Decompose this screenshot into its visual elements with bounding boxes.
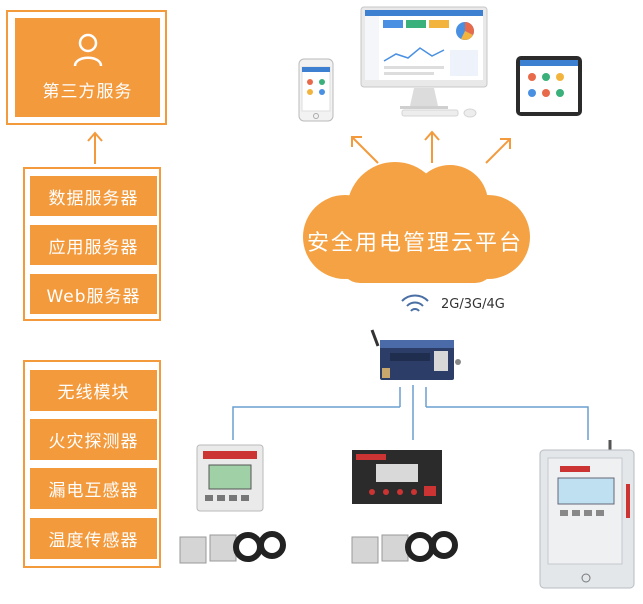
- user-icon: [73, 33, 102, 67]
- sensors-frame: [23, 360, 161, 568]
- web-server-label: Web服务器: [46, 286, 141, 307]
- current-transformers-left: [179, 531, 286, 564]
- network-label: 2G/3G/4G: [441, 297, 505, 312]
- fire-detector-box: 火灾探测器: [30, 419, 157, 460]
- current-transformers-right: [351, 531, 458, 564]
- wifi-icon: [401, 294, 429, 312]
- third-party-label: 第三方服务: [42, 82, 133, 102]
- wireless-module-label: 无线模块: [57, 383, 130, 403]
- third-party-box: 第三方服务: [15, 18, 160, 117]
- cloud-shape: [303, 162, 530, 283]
- tablet-icon: [516, 56, 582, 116]
- web-server-box: Web服务器: [30, 274, 157, 314]
- temperature-sensor-label: 温度传感器: [48, 531, 139, 551]
- gateway-device: [370, 329, 461, 380]
- monitoring-cabinet-device: [539, 440, 635, 589]
- cloud-platform-label: 安全用电管理云平台: [306, 231, 523, 256]
- fire-monitoring-detector-device: [352, 450, 442, 504]
- electrical-meter-device: [196, 444, 264, 512]
- smartphone-icon: [298, 58, 334, 122]
- data-server-label: 数据服务器: [48, 188, 139, 209]
- app-server-label: 应用服务器: [48, 237, 139, 258]
- leakage-transformer-label: 漏电互感器: [48, 481, 139, 501]
- monitor-icon: [360, 6, 488, 118]
- cloud-to-devices-arrows: [351, 130, 511, 164]
- servers-frame: [23, 167, 161, 321]
- data-server-box: 数据服务器: [30, 176, 157, 216]
- third-party-frame: [6, 10, 167, 125]
- app-server-box: 应用服务器: [30, 225, 157, 265]
- arrow-up-icon: [87, 131, 103, 164]
- fire-detector-label: 火灾探测器: [48, 432, 139, 452]
- connection-lines: [232, 385, 589, 440]
- temperature-sensor-box: 温度传感器: [30, 518, 157, 559]
- wireless-module-box: 无线模块: [30, 370, 157, 411]
- leakage-transformer-box: 漏电互感器: [30, 468, 157, 509]
